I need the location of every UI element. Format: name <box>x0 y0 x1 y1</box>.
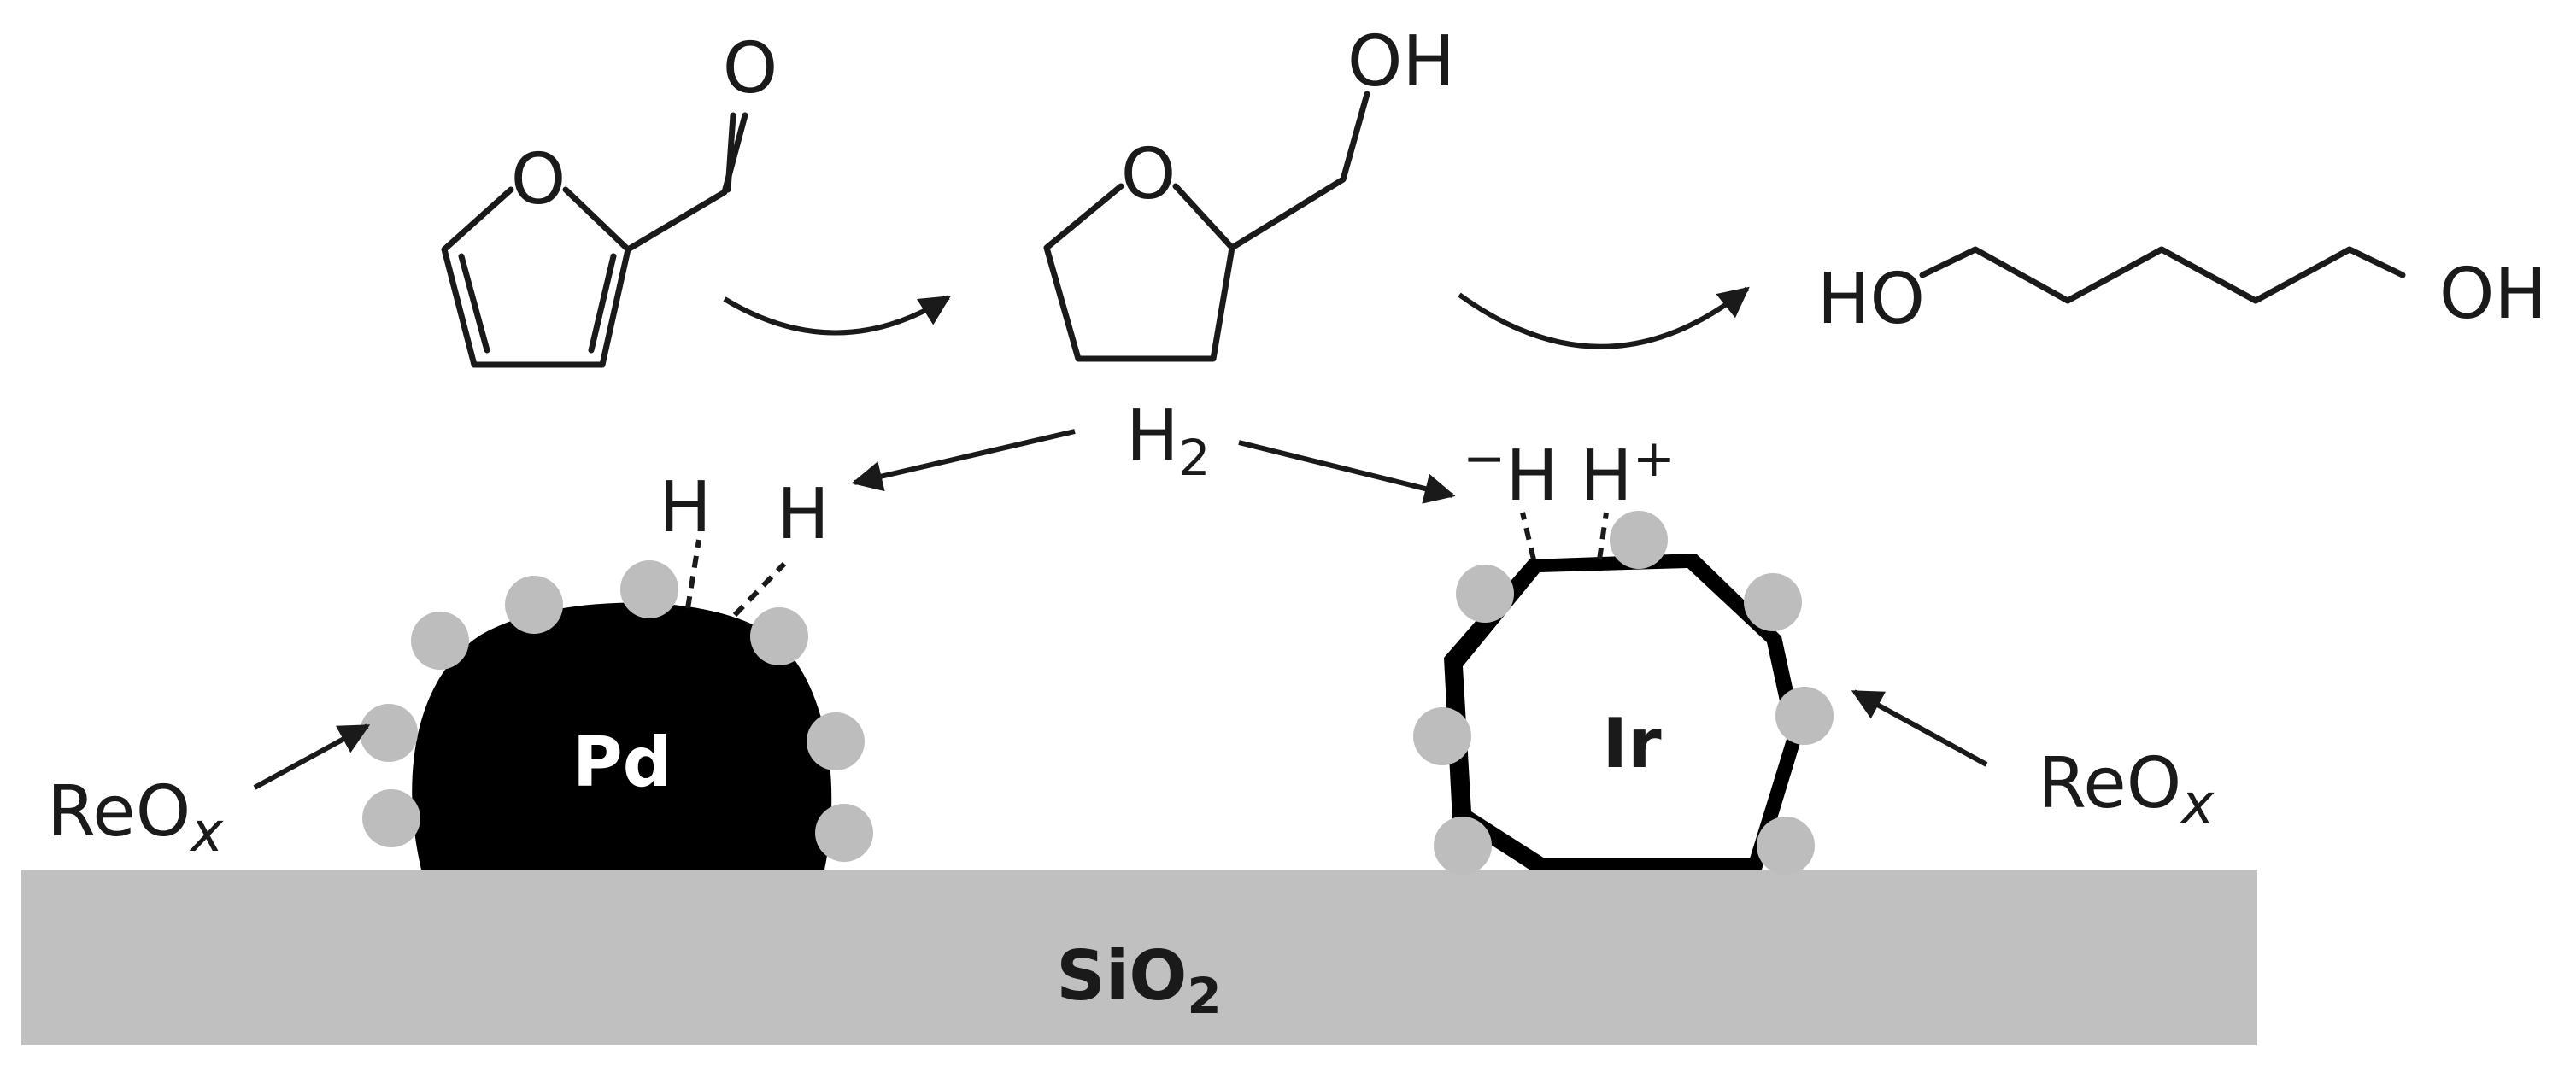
reox-right-arrow <box>1851 689 1988 767</box>
reox-dot <box>1775 687 1834 745</box>
ir-label: Ir <box>1602 704 1662 783</box>
h2-arrow-to-pd <box>851 429 1076 492</box>
thfa-hydroxyl: OH <box>1347 21 1455 103</box>
reox-dot <box>1744 573 1802 631</box>
furfural-double-bond-2 <box>588 253 617 354</box>
pd-h-bond-1 <box>685 539 701 609</box>
reox-dot <box>750 607 808 665</box>
furfural-carbonyl-double <box>725 112 736 193</box>
reox-dot <box>411 612 469 670</box>
pd-particle: Pd H H <box>360 467 873 870</box>
furfural-ring-bonds <box>441 186 631 368</box>
pd-label: Pd <box>572 723 672 802</box>
reox-right-label: ReOx <box>2038 743 2215 836</box>
reaction-arrow-2 <box>1458 286 1750 349</box>
furfural-molecule: O O <box>441 28 778 368</box>
pd-metal-body <box>412 602 832 870</box>
reox-left-arrow <box>253 723 371 790</box>
reox-dot <box>360 704 418 762</box>
furfural-double-bond-1 <box>458 253 490 354</box>
reox-dot <box>1757 817 1815 875</box>
reox-dot <box>807 712 865 770</box>
thfa-side-chain <box>1229 91 1370 251</box>
sio2-label: SiO2 <box>1056 936 1221 1025</box>
reox-dot <box>1456 565 1514 623</box>
reox-dot <box>620 560 678 618</box>
reaction-arrow-1 <box>723 295 952 336</box>
reox-dot <box>1434 817 1492 875</box>
reox-dot <box>1610 511 1668 569</box>
reox-dot <box>505 576 563 634</box>
ir-proton-label: H+ <box>1580 429 1675 517</box>
thfa-ring-bonds <box>1043 183 1235 362</box>
furfural-ring-oxygen: O <box>511 139 566 220</box>
reox-dot <box>1413 707 1471 765</box>
pd-adsorbed-h-1: H <box>659 467 712 548</box>
sio2-support <box>21 870 2257 1045</box>
ir-proton-bond <box>1597 512 1609 560</box>
ir-hydride-bond <box>1520 512 1536 560</box>
reox-dot <box>815 804 873 862</box>
furfural-carbonyl-oxygen: O <box>723 28 778 109</box>
ir-hydride-label: −H <box>1463 429 1558 517</box>
pd-h-bond-2 <box>732 561 787 618</box>
reox-left-label: ReOx <box>47 771 224 864</box>
pentanediol-molecule: HO OH <box>1817 246 2547 340</box>
pentanediol-chain <box>1919 246 2406 304</box>
ir-particle: Ir −H H+ <box>1413 429 1834 875</box>
h2-arrow-to-ir <box>1238 440 1456 504</box>
thfa-ring-oxygen: O <box>1121 134 1177 215</box>
pentanediol-left-hydroxyl: HO <box>1817 259 1925 340</box>
reox-dot <box>362 789 420 847</box>
pentanediol-right-hydroxyl: OH <box>2439 254 2547 335</box>
h2-label: H2 <box>1126 395 1211 487</box>
furfural-aldehyde-bond <box>625 112 748 253</box>
pd-adsorbed-h-2: H <box>777 474 830 555</box>
thfa-molecule: O OH <box>1043 21 1455 362</box>
